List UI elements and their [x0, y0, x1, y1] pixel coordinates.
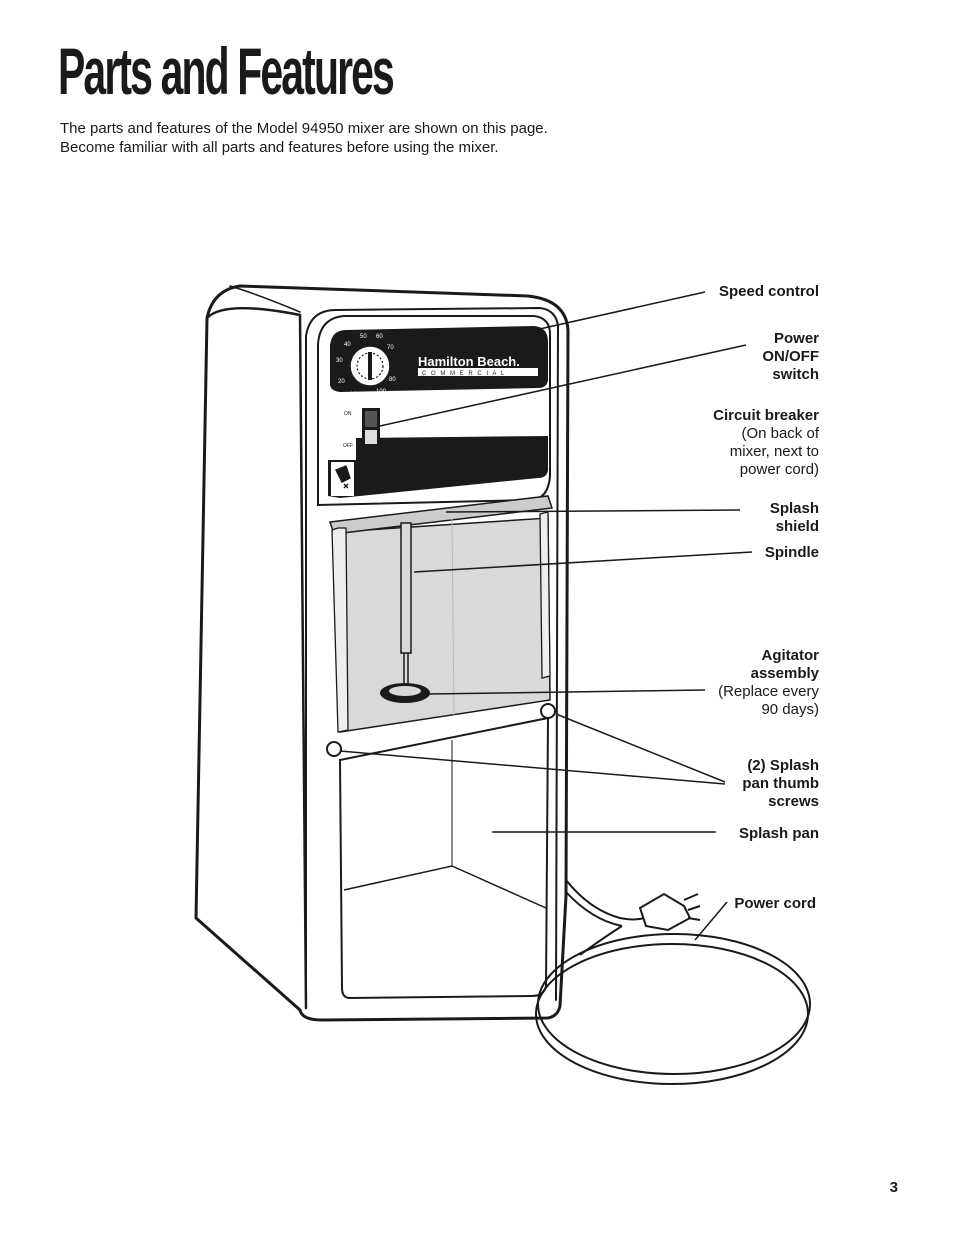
- tick-40: 40: [344, 342, 351, 348]
- thumb-screw-left: [326, 741, 342, 757]
- brand-sub: C O M M E R C I A L: [422, 371, 506, 377]
- leader-agitator: [427, 689, 706, 695]
- leader-speed-control: [391, 291, 706, 363]
- page-number: 3: [889, 1179, 898, 1196]
- splash-shield-background: [335, 517, 551, 733]
- label-thumb-screws: (2) Splash pan thumb screws: [742, 757, 819, 810]
- cup-icon: [335, 465, 351, 489]
- label-power-cord: Power cord: [734, 895, 816, 912]
- leader-power-cord: [694, 901, 728, 941]
- tick-10: 10: [350, 392, 357, 398]
- tick-20: 20: [338, 379, 345, 385]
- tick-80: 80: [389, 377, 396, 383]
- label-speed-control: Speed control: [718, 283, 819, 300]
- label-circuit-breaker: Circuit breaker (On back of mixer, next …: [713, 407, 819, 478]
- intro-text: The parts and features of the Model 9495…: [60, 119, 620, 157]
- intro-line-1: The parts and features of the Model 9495…: [60, 120, 548, 137]
- tick-30: 30: [336, 358, 343, 364]
- leader-thumb-screw-right: [555, 713, 726, 783]
- brand-logo: Hamilton Beach.: [418, 354, 520, 369]
- speed-ticks: 10 20 30 40 50 60 70 80 100: [336, 334, 396, 398]
- label-splash-pan: Splash pan: [738, 825, 819, 842]
- tick-70: 70: [387, 345, 394, 351]
- bottom-panel-band: [328, 436, 548, 498]
- label-agitator-assembly: Agitator assembly (Replace every 90 days…: [718, 647, 819, 718]
- power-cord: [535, 879, 811, 1085]
- leader-spindle: [413, 551, 753, 573]
- switch-on-label: ON: [344, 411, 352, 417]
- label-splash-shield: Splash shield: [769, 500, 819, 535]
- page-title: Parts and Features: [58, 34, 395, 108]
- tick-100: 100: [376, 389, 387, 395]
- spindle: [400, 522, 412, 654]
- tick-50: 50: [360, 334, 367, 340]
- leader-thumb-screw-left: [339, 750, 726, 785]
- thumb-screw-right: [540, 703, 556, 719]
- leader-power-switch: [379, 344, 747, 427]
- label-spindle: Spindle: [764, 544, 819, 561]
- intro-line-2: Become familiar with all parts and featu…: [60, 139, 499, 156]
- speed-dial: [349, 345, 391, 387]
- tick-60: 60: [376, 334, 383, 340]
- power-plug: [638, 892, 692, 932]
- leader-splash-shield: [445, 509, 741, 513]
- label-power-switch: Power ON/OFF switch: [762, 330, 819, 383]
- switch-off-label: OFF: [343, 443, 353, 449]
